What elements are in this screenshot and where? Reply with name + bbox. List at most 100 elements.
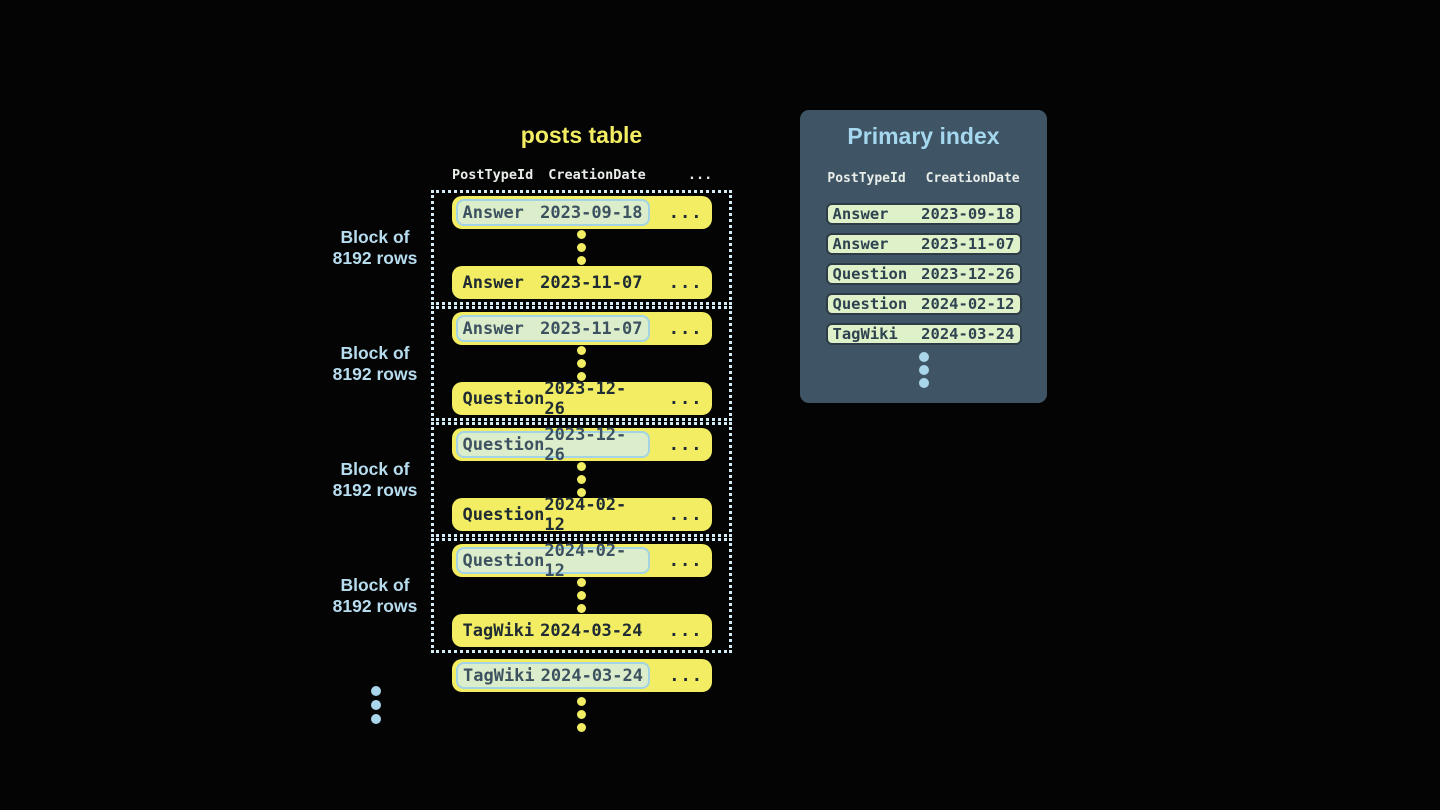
- table-row-indexed: Answer 2023-11-07 ...: [451, 312, 712, 345]
- dot: [371, 686, 381, 696]
- vertical-ellipsis-dots: [577, 346, 586, 381]
- block-label-3: Block of 8192 rows: [290, 422, 460, 537]
- creation-date-value: 2023-11-07: [540, 272, 643, 293]
- block-label-line2: 8192 rows: [332, 595, 418, 616]
- vertical-ellipsis-dots: [577, 230, 586, 265]
- row-block-1: Answer 2023-09-18 ... Answer 2023-11-07 …: [431, 190, 732, 305]
- trailing-row-wrap: TagWiki 2024-03-24 ...: [452, 659, 712, 692]
- column-header-posttypeid: PostTypeId: [827, 171, 906, 186]
- index-entry: TagWiki 2024-03-24: [825, 323, 1022, 345]
- dot: [577, 462, 586, 471]
- column-header-creationdate: CreationDate: [548, 167, 646, 183]
- dot: [577, 372, 586, 381]
- row-more-columns: ...: [668, 388, 703, 409]
- block-label-2: Block of 8192 rows: [290, 306, 460, 421]
- table-row-indexed: Answer 2023-09-18 ...: [451, 196, 712, 229]
- row-more-columns: ...: [669, 665, 703, 686]
- posts-table-column-headers: PostTypeId CreationDate ...: [452, 167, 712, 183]
- dot: [918, 378, 929, 388]
- post-type-value: TagWiki: [462, 620, 535, 641]
- posts-table-blocks: Answer 2023-09-18 ... Answer 2023-11-07 …: [431, 190, 732, 654]
- dot: [577, 723, 586, 732]
- row-more-columns: ...: [668, 504, 703, 525]
- post-type-value: Answer: [462, 202, 524, 223]
- creation-date-value: 2024-02-12: [544, 540, 627, 581]
- primary-index-column-headers: PostTypeId CreationDate: [800, 171, 1047, 186]
- row-more-columns: ...: [668, 202, 703, 223]
- row-more-columns: ...: [668, 272, 703, 293]
- creation-date-value: 2023-12-26: [544, 378, 627, 419]
- block-label-line1: Block of: [340, 574, 410, 595]
- creation-date-value: 2023-12-26: [921, 265, 1015, 283]
- dot: [577, 488, 586, 497]
- post-type-value: Question: [462, 434, 545, 455]
- vertical-ellipsis-dots: [577, 578, 586, 613]
- index-entry: Question 2023-12-26: [825, 263, 1022, 285]
- index-entry: Answer 2023-11-07: [825, 233, 1022, 255]
- creation-date-value: 2023-09-18: [540, 202, 643, 223]
- table-row: Question 2023-12-26 ...: [451, 379, 712, 419]
- index-entry-highlight: Answer 2023-11-07: [455, 315, 650, 342]
- post-type-value: Question: [832, 295, 908, 313]
- dot: [577, 578, 586, 587]
- block-label-line2: 8192 rows: [332, 479, 418, 500]
- block-label-line1: Block of: [340, 342, 410, 363]
- table-row: TagWiki 2024-03-24 ...: [451, 614, 712, 647]
- block-labels-column: Block of 8192 rows Block of 8192 rows Bl…: [290, 190, 460, 654]
- dot: [371, 714, 381, 724]
- dot: [577, 710, 586, 719]
- primary-index-panel: Primary index PostTypeId CreationDate An…: [800, 110, 1047, 403]
- row-more-columns: ...: [668, 318, 703, 339]
- column-header-more: ...: [687, 167, 713, 183]
- block-label-line2: 8192 rows: [332, 247, 418, 268]
- creation-date-value: 2024-02-12: [544, 494, 627, 535]
- creation-date-value: 2024-02-12: [921, 295, 1015, 313]
- table-row-indexed: TagWiki 2024-03-24 ...: [452, 659, 712, 692]
- index-entry-highlight: Question 2023-12-26: [455, 425, 650, 465]
- more-entries-ellipsis-dots: [800, 352, 1047, 388]
- row-more-columns: ...: [668, 434, 703, 455]
- column-header-posttypeid: PostTypeId: [452, 167, 534, 183]
- creation-date-value: 2024-03-24: [921, 325, 1015, 343]
- block-label-line2: 8192 rows: [332, 363, 418, 384]
- index-entry-highlight: TagWiki 2024-03-24: [456, 662, 650, 689]
- creation-date-value: 2024-03-24: [540, 665, 643, 686]
- table-row: Question 2024-02-12 ...: [451, 495, 712, 535]
- block-label-4: Block of 8192 rows: [290, 538, 460, 653]
- post-type-value: Question: [462, 388, 545, 409]
- table-row-indexed: Question 2023-12-26 ...: [451, 425, 712, 465]
- vertical-ellipsis-dots: [577, 462, 586, 497]
- primary-index-title: Primary index: [847, 123, 1000, 149]
- post-type-value: Answer: [462, 318, 524, 339]
- post-type-value: TagWiki: [463, 665, 535, 686]
- table-row-indexed: Question 2024-02-12 ...: [451, 541, 712, 581]
- row-more-columns: ...: [668, 550, 703, 571]
- dot: [577, 604, 586, 613]
- dot: [577, 359, 586, 368]
- dot: [577, 475, 586, 484]
- row-more-columns: ...: [668, 620, 703, 641]
- dot: [371, 700, 381, 710]
- row-content: Question 2023-12-26: [456, 379, 650, 419]
- posts-table-title: posts table: [520, 122, 643, 148]
- block-label-1: Block of 8192 rows: [290, 190, 460, 305]
- more-blocks-ellipsis-dots: [371, 686, 381, 724]
- post-type-value: Question: [832, 265, 908, 283]
- post-type-value: Answer: [832, 235, 889, 253]
- table-row: Answer 2023-11-07 ...: [451, 266, 712, 299]
- dot: [577, 243, 586, 252]
- row-block-4: Question 2024-02-12 ... TagWiki 2024-03-…: [431, 538, 732, 653]
- post-type-value: TagWiki: [832, 325, 898, 343]
- row-block-3: Question 2023-12-26 ... Question 2024-02…: [431, 422, 732, 537]
- creation-date-value: 2023-11-07: [540, 318, 643, 339]
- dot: [577, 256, 586, 265]
- row-content: Answer 2023-11-07: [456, 269, 650, 296]
- creation-date-value: 2023-12-26: [544, 424, 627, 465]
- creation-date-value: 2023-09-18: [921, 205, 1015, 223]
- index-entry-highlight: Question 2024-02-12: [455, 541, 650, 581]
- block-label-line1: Block of: [340, 226, 410, 247]
- dot: [577, 697, 586, 706]
- row-content: TagWiki 2024-03-24: [456, 617, 650, 644]
- dot: [577, 230, 586, 239]
- index-entry: Question 2024-02-12: [825, 293, 1022, 315]
